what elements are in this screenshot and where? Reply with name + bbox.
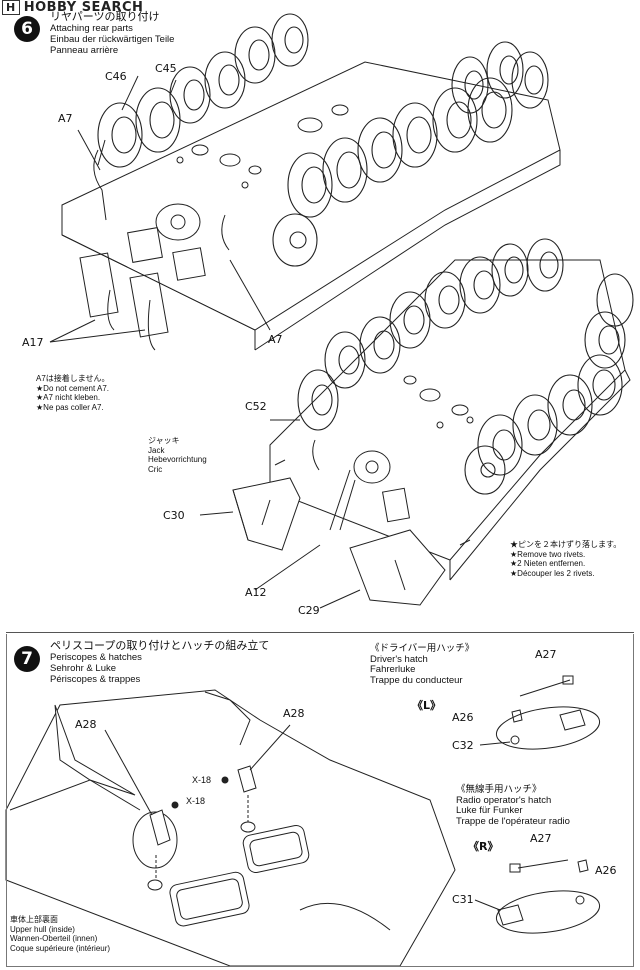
- rivets-jp: ★ピンを２本けずり落します。: [510, 540, 622, 549]
- part-label-a26-top: A26: [452, 711, 474, 724]
- step-7-frame: [6, 634, 634, 967]
- note-remove-rivets: ★ピンを２本けずり落します。 ★Remove two rivets. ★2 Ni…: [510, 540, 621, 578]
- part-label-a27-top: A27: [535, 648, 557, 661]
- part-label-x18-b: X-18: [186, 796, 206, 806]
- radio-hatch-en: Radio operator's hatch: [456, 794, 552, 806]
- note-a7-jp: A7は接着しません。: [36, 374, 110, 383]
- rivets-fr: ★Découper les 2 rivets.: [510, 568, 595, 578]
- part-label-a17: A17: [22, 336, 44, 349]
- part-label-c46: C46: [105, 70, 127, 83]
- upper-hull-interior: [5, 689, 456, 967]
- radio-hatch-fr: Trappe de l'opérateur radio: [456, 815, 570, 827]
- upper-hull-assembly-bottom: [199, 238, 634, 609]
- step-divider: [6, 632, 634, 633]
- part-label-x18-a: X-18: [192, 775, 212, 785]
- rivets-de: ★2 Nieten entfernen.: [510, 559, 586, 568]
- step-7-title-jp: ペリスコープの取り付けとハッチの組み立て: [50, 640, 270, 652]
- part-label-a27-bottom: A27: [530, 832, 552, 845]
- step-6-title: リヤパーツの取り付け Attaching rear parts Einbau d…: [50, 11, 175, 57]
- step-6-title-de: Einbau der rückwärtigen Teile: [50, 34, 175, 45]
- radio-hatch-jp: 《無線手用ハッチ》: [456, 784, 542, 795]
- radio-hatch-heading: 《無線手用ハッチ》 Radio operator's hatch Luke fü…: [456, 784, 570, 827]
- upper-hull-fr: Coque supérieure (intérieur): [10, 943, 111, 953]
- part-label-c29: C29: [298, 604, 320, 617]
- upper-hull-en: Upper hull (inside): [10, 924, 75, 934]
- part-label-a26-bottom: A26: [595, 864, 617, 877]
- upper-hull-inside-label: 車体上部裏面 Upper hull (inside) Wannen-Oberte…: [10, 915, 110, 953]
- step-7-title-de: Sehrohr & Luke: [50, 663, 117, 674]
- rivets-en: ★Remove two rivets.: [510, 549, 586, 559]
- step-7-title-fr: Périscopes & trappes: [50, 674, 141, 685]
- radio-hatch-de: Luke für Funker: [456, 805, 523, 816]
- jack-en: Jack: [148, 445, 165, 455]
- part-label-a7-bottom: A7: [268, 333, 283, 346]
- upper-hull-jp: 車体上部裏面: [10, 915, 58, 924]
- jack-jp: ジャッキ: [148, 436, 180, 445]
- jack-de: Hebevorrichtung: [148, 455, 207, 464]
- part-label-c45: C45: [155, 62, 177, 75]
- note-a7-de: ★A7 nicht kleben.: [36, 393, 101, 402]
- note-a7-fr: ★Ne pas coller A7.: [36, 402, 104, 412]
- left-side-mark: 《L》: [412, 699, 442, 712]
- step-7-title-en: Periscopes & hatches: [50, 652, 142, 663]
- right-side-mark: 《R》: [468, 840, 499, 853]
- part-label-a28-right: A28: [283, 707, 305, 720]
- step-7-number: 7: [14, 646, 40, 672]
- part-label-c30: C30: [163, 509, 185, 522]
- driver-hatch-jp: 《ドライバー用ハッチ》: [370, 643, 475, 654]
- step-6-title-fr: Panneau arrière: [50, 45, 119, 56]
- hatch-drawings: [474, 675, 601, 934]
- upper-hull-assembly-top: [49, 13, 561, 351]
- step-6-number: 6: [14, 16, 40, 42]
- jack-fr: Cric: [148, 464, 163, 474]
- part-label-a28-left: A28: [75, 718, 97, 731]
- driver-hatch-de: Fahrerluke: [370, 664, 416, 675]
- driver-hatch-heading: 《ドライバー用ハッチ》 Driver's hatch Fahrerluke Tr…: [370, 643, 475, 686]
- note-a7-en: ★Do not cement A7.: [36, 383, 109, 393]
- upper-hull-de: Wannen-Oberteil (innen): [10, 934, 98, 943]
- part-label-c31: C31: [452, 893, 474, 906]
- jack-label: ジャッキ Jack Hebevorrichtung Cric: [148, 436, 207, 474]
- driver-hatch-fr: Trappe du conducteur: [370, 674, 463, 686]
- part-label-c32: C32: [452, 739, 474, 752]
- part-label-c52: C52: [245, 400, 267, 413]
- note-do-not-cement: A7は接着しません。 ★Do not cement A7. ★A7 nicht …: [36, 374, 110, 412]
- step-6-title-en: Attaching rear parts: [50, 23, 133, 34]
- part-label-a7-top: A7: [58, 112, 73, 125]
- step-6-title-jp: リヤパーツの取り付け: [50, 11, 160, 23]
- part-label-a12: A12: [245, 586, 267, 599]
- driver-hatch-en: Driver's hatch: [370, 653, 428, 665]
- step-7-title: ペリスコープの取り付けとハッチの組み立て Periscopes & hatche…: [50, 640, 270, 686]
